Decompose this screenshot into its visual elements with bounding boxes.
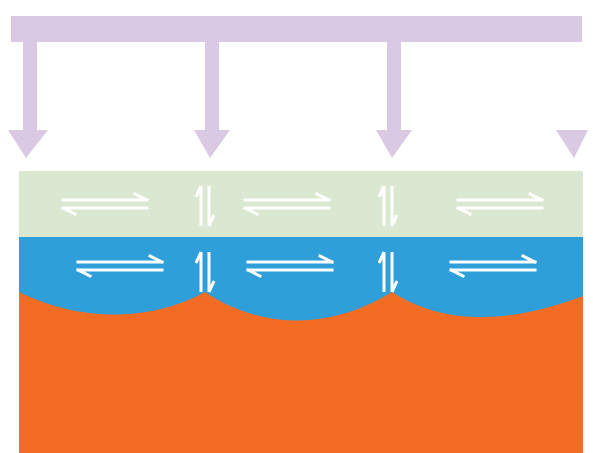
top-layer (19, 171, 583, 237)
middle-layer (19, 236, 583, 321)
manifold-arrows (8, 16, 588, 158)
manifold-bar (8, 16, 588, 158)
